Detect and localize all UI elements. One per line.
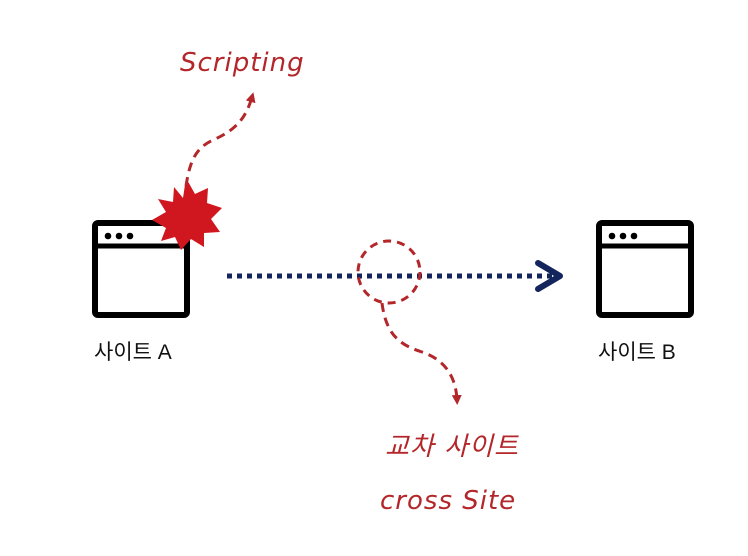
attack-burst-icon	[152, 178, 222, 250]
request-arrowhead-icon	[535, 260, 563, 292]
cross-site-english-label: cross Site	[380, 486, 516, 516]
site-a-label: 사이트 A	[94, 341, 172, 364]
site-b-window-icon	[596, 220, 694, 318]
cross-site-circle	[356, 239, 422, 305]
scripting-arrow	[184, 92, 256, 187]
scripting-label: Scripting	[180, 48, 305, 78]
cross-site-korean-label: 교차 사이트	[385, 432, 519, 462]
site-a-window-icon	[92, 220, 190, 318]
site-b-label: 사이트 B	[598, 341, 676, 364]
cross-site-arrow	[380, 302, 462, 405]
